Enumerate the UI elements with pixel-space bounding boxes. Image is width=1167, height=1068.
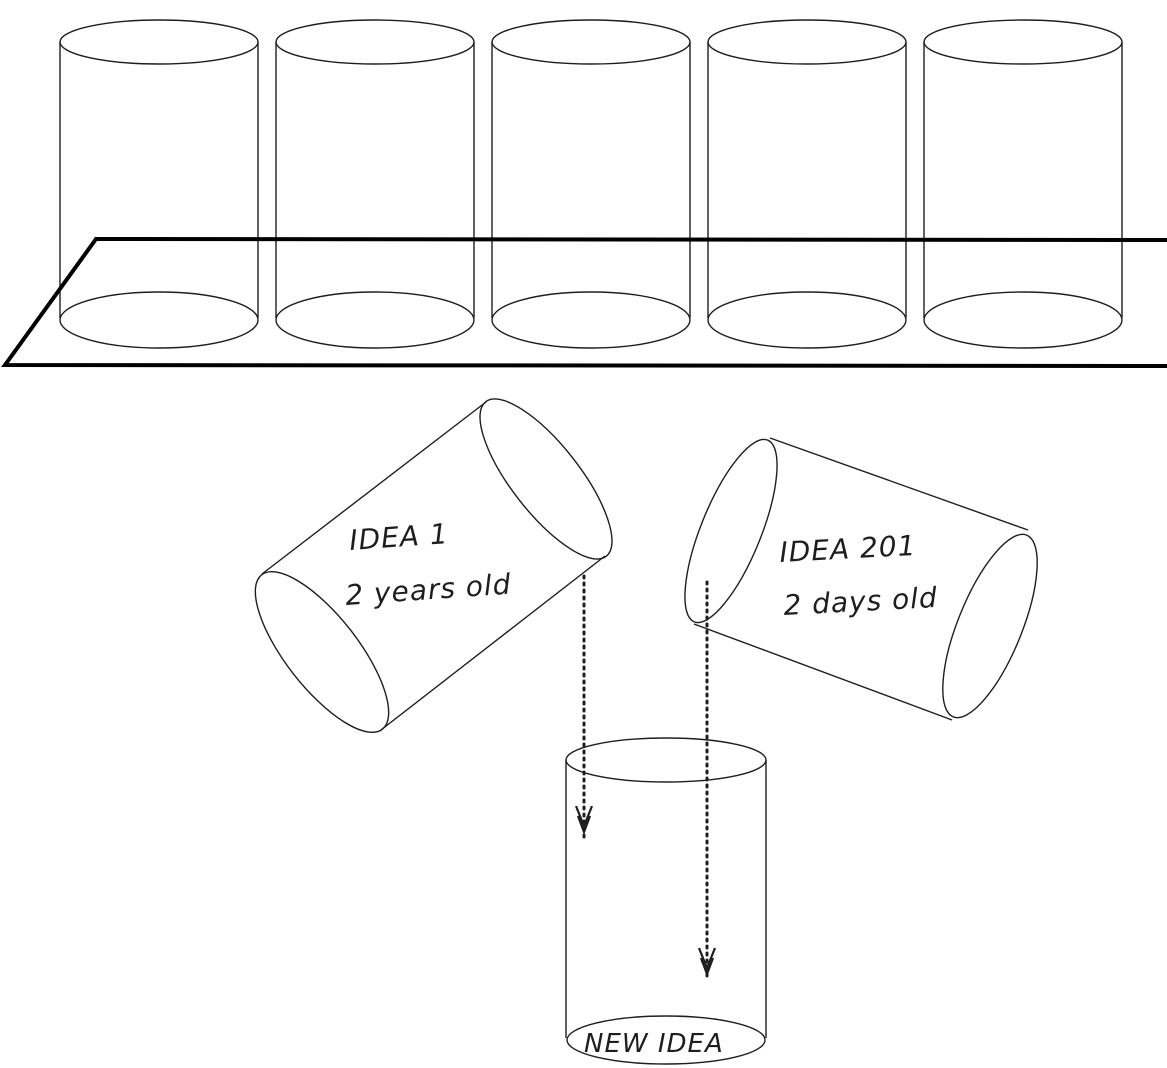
- idea-old-title: IDEA 1: [348, 517, 449, 557]
- shelf-cylinder: [923, 19, 1123, 349]
- shelf-cylinder: [59, 19, 259, 349]
- shelf-cylinder: [275, 19, 475, 349]
- shelf-cylinder: [707, 19, 907, 349]
- shelf-cylinders: [59, 19, 1123, 349]
- new-idea-cylinder: NEW IDEA: [565, 737, 767, 1065]
- idea-new-age: 2 days old: [783, 581, 939, 622]
- pour-arrow-left: [574, 574, 594, 842]
- idea-old-age: 2 years old: [344, 567, 512, 612]
- idea-old-cylinder: IDEA 1 2 years old: [254, 398, 613, 734]
- idea-new-cylinder: IDEA 201 2 days old: [684, 437, 1038, 721]
- shelf-platform: [1, 236, 1167, 368]
- shelf-cylinder: [491, 19, 691, 349]
- new-idea-label: NEW IDEA: [584, 1029, 724, 1059]
- idea-new-title: IDEA 201: [779, 529, 918, 569]
